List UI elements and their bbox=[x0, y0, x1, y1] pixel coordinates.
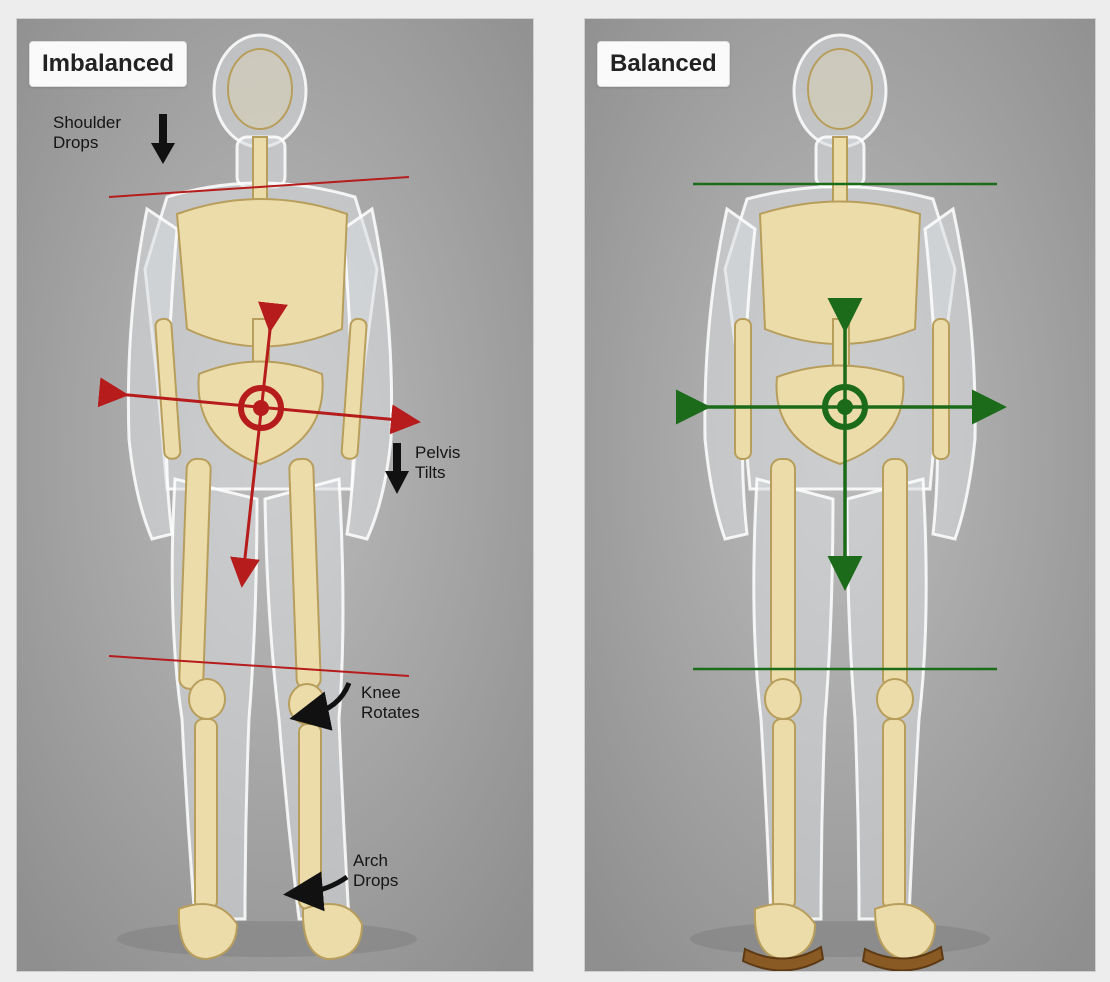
balanced-illustration bbox=[585, 19, 1095, 971]
pelvis-tilts-note: Pelvis Tilts bbox=[415, 443, 460, 483]
imbalanced-label: Imbalanced bbox=[29, 41, 187, 87]
arch-drops-note: Arch Drops bbox=[353, 851, 398, 891]
balanced-panel: Balanced bbox=[584, 18, 1096, 972]
note-line: Rotates bbox=[361, 703, 420, 723]
shoulder-drops-note: Shoulder Drops bbox=[53, 113, 121, 153]
knee-rotates-note: Knee Rotates bbox=[361, 683, 420, 723]
note-line: Shoulder bbox=[53, 113, 121, 133]
pelvis-center-dot bbox=[837, 399, 853, 415]
note-line: Drops bbox=[353, 871, 398, 891]
imbalanced-panel: Imbalanced Shoulder Drops Pelvis Tilts K… bbox=[16, 18, 534, 972]
note-line: Knee bbox=[361, 683, 420, 703]
pelvis-center-dot bbox=[253, 400, 269, 416]
floor-shadow bbox=[690, 921, 990, 957]
floor-shadow bbox=[117, 921, 417, 957]
note-line: Tilts bbox=[415, 463, 460, 483]
imbalanced-illustration bbox=[17, 19, 533, 971]
note-line: Drops bbox=[53, 133, 121, 153]
note-line: Pelvis bbox=[415, 443, 460, 463]
balanced-label: Balanced bbox=[597, 41, 730, 87]
note-line: Arch bbox=[353, 851, 398, 871]
